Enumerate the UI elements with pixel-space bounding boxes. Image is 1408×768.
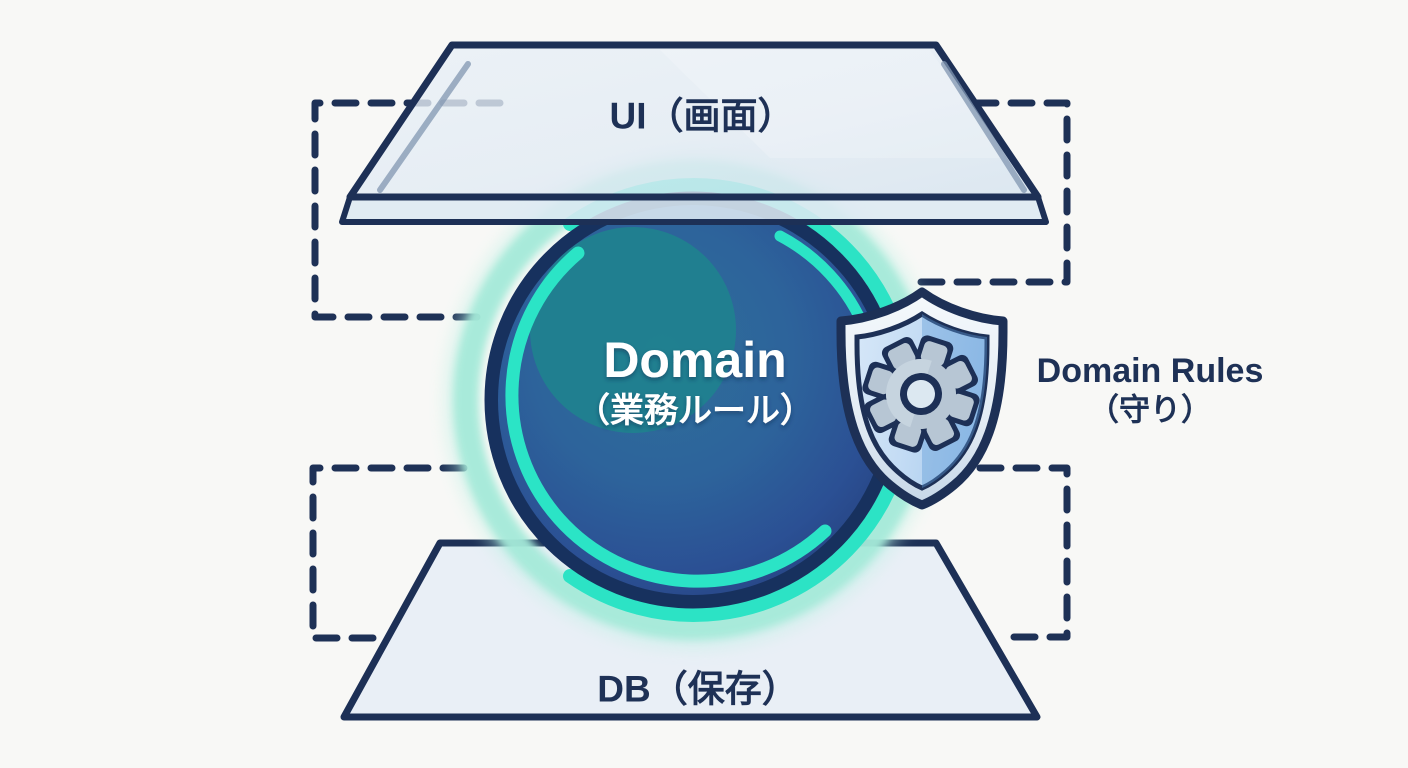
guide-box-top-right	[904, 99, 1071, 286]
domain-circle: Domain （業務ルール）	[444, 151, 942, 649]
guide-box-bottom-left	[309, 464, 468, 642]
domain-inner-teal	[530, 227, 736, 433]
ui-plane-streak-left	[377, 61, 471, 193]
gear-hub	[907, 380, 935, 408]
db-plane-label: DB（保存）	[597, 669, 798, 710]
domain-rules-label: Domain Rules	[1037, 352, 1264, 390]
domain-subtitle: （業務ルール）	[576, 391, 814, 430]
guide-box-top-left	[311, 99, 504, 321]
shield-gear-icon	[836, 287, 1008, 510]
ui-plane-top	[346, 41, 1042, 201]
ui-plane-streak-right	[941, 61, 1027, 193]
ui-plane-sheen	[660, 50, 1005, 158]
guide-box-bottom-right	[976, 464, 1071, 641]
domain-title: Domain	[603, 332, 786, 388]
ui-plane-label: UI（画面）	[610, 96, 795, 137]
domain-highlight-arc-left	[505, 246, 832, 588]
ui-plane: UI（画面）	[339, 41, 1049, 225]
domain-rules-sublabel: （守り）	[1088, 393, 1212, 428]
gear-icon	[862, 335, 980, 453]
ui-plane-side	[339, 194, 1049, 225]
